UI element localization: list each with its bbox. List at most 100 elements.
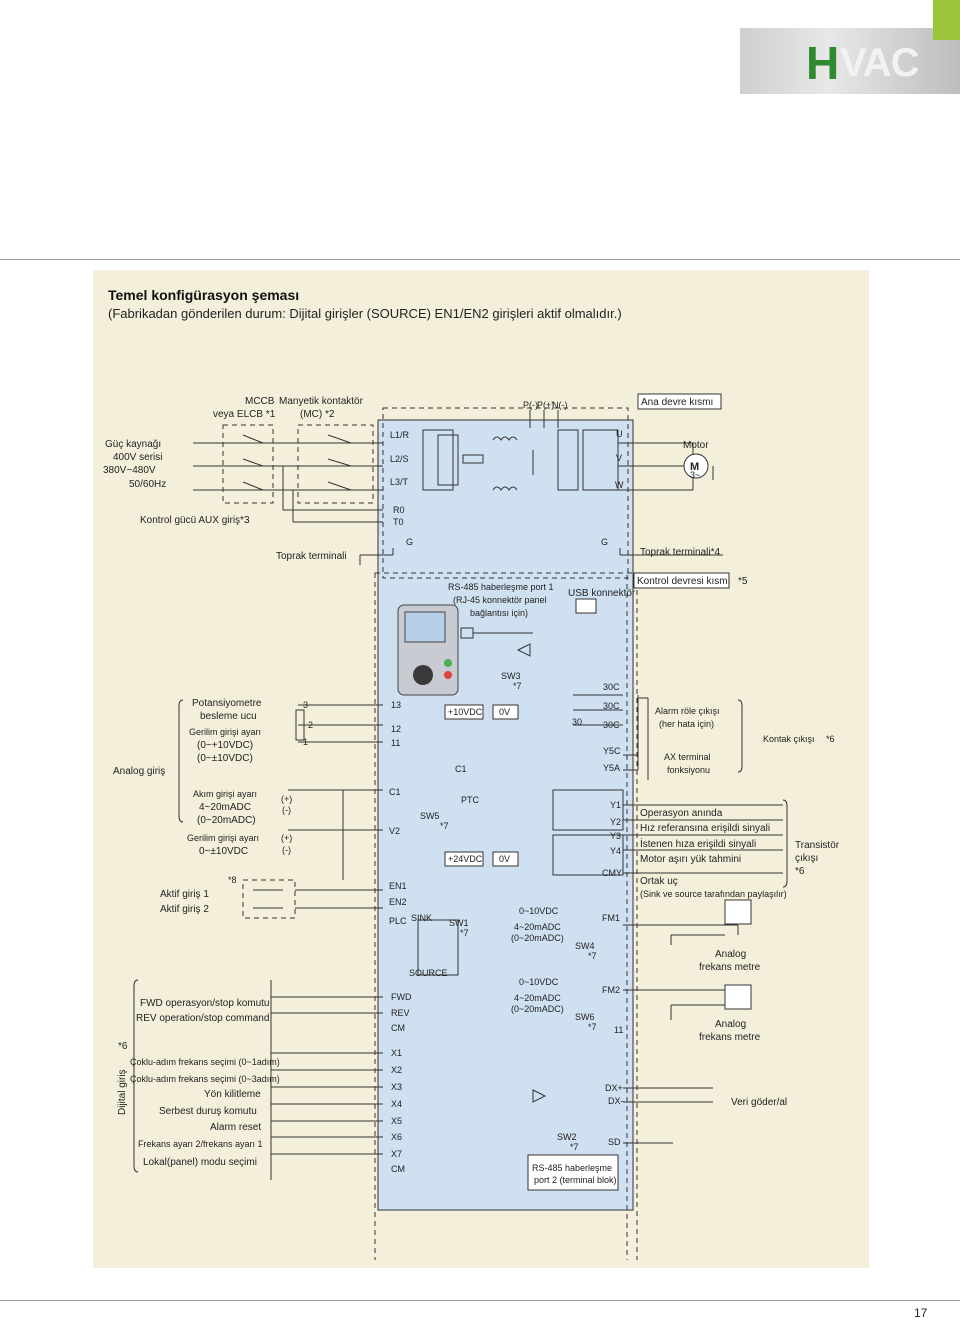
ov-label-2: 0V — [499, 854, 510, 864]
digital-1-label: Çoklu-adım frekans seçimi (0~1adım) — [130, 1057, 280, 1067]
mccb-label: MCCB — [245, 396, 275, 407]
term-dc-1: P(-) — [523, 400, 538, 410]
term-cm-1: CM — [391, 1023, 405, 1033]
ax-label-2: fonksiyonu — [667, 765, 710, 775]
minus-label-2: (-) — [282, 845, 291, 855]
range-2-label: 4~20mADC — [514, 922, 561, 932]
digital-7-label: Lokal(panel) modu seçimi — [143, 1157, 257, 1168]
term-g-left: G — [406, 537, 413, 547]
analog-input-label: Analog giriş — [113, 766, 165, 777]
range-5-label: 4~20mADC — [514, 993, 561, 1003]
term-x4: X4 — [391, 1099, 402, 1109]
star8-label: *8 — [228, 875, 237, 885]
sw6-label: SW6 — [575, 1012, 595, 1022]
term-dx-plus: DX+ — [605, 1083, 623, 1093]
star5-label: *5 — [738, 576, 748, 587]
usb-label: USB konnektör — [568, 588, 636, 599]
eleven-label: 11 — [614, 1025, 623, 1035]
term-sd: SD — [608, 1137, 621, 1147]
plus-label-1: (+) — [281, 794, 292, 804]
digital-5-label: Alarm reset — [210, 1122, 261, 1133]
sw5-label: SW5 — [420, 811, 440, 821]
term-13: 13 — [391, 700, 401, 710]
power-label-4: 50/60Hz — [129, 479, 166, 490]
page-title: Temel konfigürasyon şeması — [108, 287, 300, 303]
op-label-6: (Sink ve source tarafından paylaşılır) — [640, 889, 787, 899]
motor-lines — [618, 442, 714, 491]
sw2-star: *7 — [570, 1142, 579, 1152]
sw3-label: SW3 — [501, 671, 521, 681]
alarm-label-2: (her hata için) — [659, 719, 714, 729]
term-11: 11 — [391, 738, 400, 748]
volt-label-3: (0~±10VDC) — [197, 753, 253, 764]
top-divider — [0, 259, 960, 260]
keypad-panel — [397, 604, 459, 696]
digital-input-label: Dijital giriş — [117, 1069, 128, 1115]
term-30c-3: 30C — [603, 720, 620, 730]
term-en1: EN1 — [389, 881, 407, 891]
motor-label: Motor — [683, 440, 709, 451]
op-label-3: İstenen hıza erişildi sinyali — [640, 837, 756, 850]
term-t0: T0 — [393, 517, 404, 527]
v10vdc-label: +10VDC — [448, 707, 483, 717]
pot-label-1: Potansiyometre — [192, 698, 262, 709]
transistor-brace — [782, 799, 788, 888]
term-y2: Y2 — [610, 817, 621, 827]
term-x7: X7 — [391, 1149, 402, 1159]
ov-label-1: 0V — [499, 707, 510, 717]
transistor-label-1: Transistör — [795, 840, 840, 851]
plus-label-2: (+) — [281, 833, 292, 843]
enable-switches — [242, 879, 383, 919]
bottom-divider — [0, 1300, 960, 1301]
aux-label: Kontrol gücü AUX giriş*3 — [140, 515, 250, 526]
source-label: SOURCE — [409, 968, 448, 978]
v10-box — [444, 704, 484, 720]
range-1-label: 0~10VDC — [519, 906, 559, 916]
digital-6-label: Frekans ayarı 2/frekans ayarı 1 — [138, 1139, 263, 1149]
digital-4-label: Serbest duruş komutu — [159, 1106, 257, 1117]
volt-label-4: Gerilim girişi ayarı — [187, 833, 259, 843]
contact-output-label: Kontak çıkışı — [763, 734, 815, 744]
rs485-port2-label-2: port 2 (terminal blok) — [534, 1175, 617, 1185]
volt-label-1: Gerilim girişi ayarı — [189, 727, 261, 737]
fm1-meter-label-2: frekans metre — [699, 962, 761, 973]
term-30c-2: 30C — [603, 701, 620, 711]
term-l1: L1/R — [390, 430, 410, 440]
alarm-label-1: Alarm röle çıkışı — [655, 706, 720, 716]
sw2-label: SW2 — [557, 1132, 577, 1142]
op-label-4: Motor aşırı yük tahmini — [640, 854, 741, 865]
sink-label: SINK — [411, 913, 432, 923]
rev-label: REV operation/stop command — [136, 1013, 269, 1024]
logo-banner — [740, 28, 960, 94]
fwd-label: FWD operasyon/stop komutu — [140, 998, 270, 1009]
pot-pin-1: 1 — [303, 737, 308, 747]
volt-label-5: 0~±10VDC — [199, 846, 248, 857]
range-4-label: 0~10VDC — [519, 977, 559, 987]
sw4-star: *7 — [588, 951, 597, 961]
enable-1-label: Aktif giriş 1 — [160, 889, 209, 900]
control-circuit-box — [374, 572, 638, 1260]
term-g-right: G — [601, 537, 608, 547]
rs485-label-3: bağlantısı için) — [470, 608, 528, 618]
range-3-label: (0~20mADC) — [511, 933, 564, 943]
fm2-meter-label-2: frekans metre — [699, 1032, 761, 1043]
fm2-meter-label-1: Analog — [715, 1019, 746, 1030]
main-circuit-internals — [422, 410, 619, 491]
term-x6: X6 — [391, 1132, 402, 1142]
range-6-label: (0~20mADC) — [511, 1004, 564, 1014]
wiring-diagram: .w { stroke:#333; stroke-width:1; fill:n… — [103, 393, 840, 1260]
term-x3: X3 — [391, 1082, 402, 1092]
transistor-label-2: çıkışı — [795, 853, 818, 864]
rs485-port2-lines — [527, 1087, 713, 1191]
op-label-1: Operasyon anında — [640, 808, 723, 819]
logo-text: VAC — [840, 41, 919, 85]
term-30: 30 — [572, 717, 582, 727]
digital-input-lines — [270, 980, 383, 1180]
sw5-star: *7 — [440, 821, 449, 831]
current-label-3: (0~20mADC) — [197, 815, 256, 826]
term-v2: V2 — [389, 826, 400, 836]
term-fm1: FM1 — [602, 913, 620, 923]
term-fwd: FWD — [391, 992, 412, 1002]
v24vdc-label: +24VDC — [448, 854, 483, 864]
mccb-label-2: veya ELCB *1 — [213, 409, 276, 420]
